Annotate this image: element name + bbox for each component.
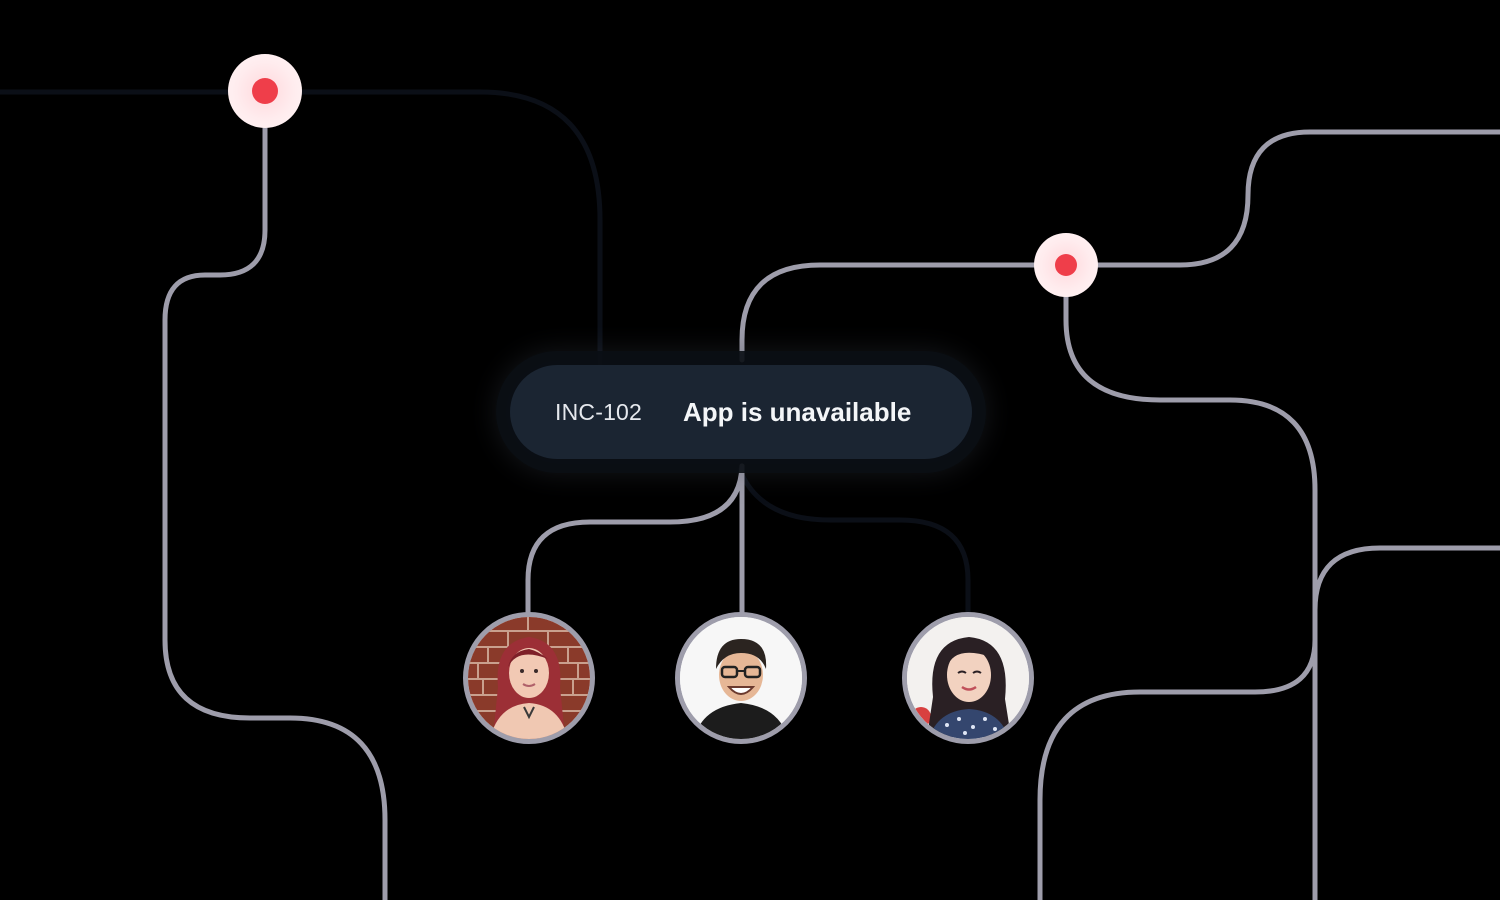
connector-right-node-up [1063, 129, 1500, 268]
alert-halo [228, 54, 302, 128]
connector-dark-avatar3 [737, 467, 971, 615]
incident-id: INC-102 [555, 398, 643, 425]
alert-dot-icon [1055, 254, 1077, 276]
connector-dark-top [0, 89, 603, 368]
alert-halo [1034, 233, 1098, 297]
avatar-photo-2 [680, 617, 802, 739]
connector-pill-to-right-node [739, 262, 1069, 363]
alert-node-right[interactable] [1034, 233, 1098, 297]
avatar-responder-3[interactable] [902, 612, 1034, 744]
alert-dot-icon [252, 78, 278, 104]
connector-right-lower [1037, 545, 1500, 900]
incident-title: App is unavailable [683, 396, 912, 427]
avatar-photo-1 [468, 617, 590, 739]
avatar-photo-3 [907, 617, 1029, 739]
connector-left-loop [162, 89, 388, 900]
avatar-responder-1[interactable] [463, 612, 595, 744]
avatar-responder-2[interactable] [675, 612, 807, 744]
connector-right-node-down [1063, 262, 1318, 900]
alert-node-left[interactable] [228, 54, 302, 128]
connector-pill-to-avatar1 [525, 463, 745, 615]
incident-card[interactable]: INC-102 App is unavailable [510, 365, 972, 459]
